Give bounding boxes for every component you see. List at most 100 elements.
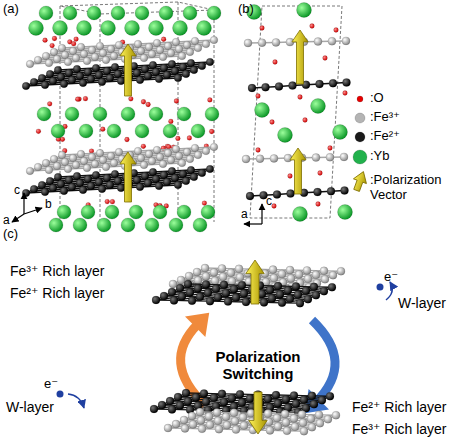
- fe-atom: [149, 168, 157, 176]
- fe-atom: [92, 64, 100, 72]
- fe-atom: [102, 56, 110, 64]
- fe-atom: [284, 286, 292, 294]
- fe-atom: [312, 154, 320, 162]
- fe-atom: [156, 46, 164, 54]
- fe-atom: [282, 395, 290, 403]
- fe-atom: [187, 166, 195, 174]
- yb-atom: [193, 218, 207, 232]
- fe-atom: [206, 297, 214, 305]
- layer-label: W-layer: [6, 399, 54, 415]
- fe-atom: [292, 282, 300, 290]
- fe-atom: [316, 419, 324, 427]
- fe-atom: [266, 426, 274, 434]
- yb-atom: [197, 21, 212, 36]
- fe-atom: [318, 396, 326, 404]
- o-atom: [334, 28, 339, 33]
- legend-text: :Fe²⁺: [370, 129, 400, 144]
- fe-atom: [92, 171, 100, 179]
- o-atom: [43, 38, 48, 43]
- fe-atom: [41, 188, 49, 196]
- fe-atom: [286, 266, 294, 274]
- fe-atom: [342, 37, 350, 45]
- fe-atom: [141, 172, 149, 180]
- fe-atom: [286, 295, 294, 303]
- fe-atom: [289, 82, 297, 90]
- fe-atom: [134, 147, 142, 155]
- electron-path: [68, 394, 84, 408]
- fe-atom: [282, 418, 290, 426]
- fe-atom: [193, 268, 201, 276]
- fe-atom: [294, 291, 302, 299]
- yb-atom: [297, 3, 312, 18]
- fe-atom: [246, 192, 254, 200]
- legend: [350, 96, 370, 193]
- fe-atom: [287, 190, 295, 198]
- fe-atom: [153, 146, 161, 154]
- fe-atom: [205, 412, 213, 420]
- yb-atom: [149, 107, 163, 121]
- fe-atom: [196, 293, 204, 301]
- fe-atom: [248, 84, 256, 92]
- fe-atom: [174, 181, 182, 189]
- fe-atom: [329, 271, 337, 279]
- fe-atom: [307, 415, 315, 423]
- fe2-layer: [22, 58, 214, 90]
- yb-atom: [121, 107, 135, 121]
- fe3-layer: [26, 143, 218, 175]
- fe-atom: [83, 164, 91, 172]
- fe-atom: [228, 277, 236, 285]
- fe-atom: [91, 160, 99, 168]
- yb-atom: [65, 107, 79, 121]
- fe-atom: [186, 48, 194, 56]
- fe-atom: [144, 179, 152, 187]
- yb-atom: [311, 99, 326, 114]
- fe-atom: [26, 60, 34, 68]
- fe-atom: [49, 77, 57, 85]
- fe-atom: [179, 170, 187, 178]
- fe-atom: [184, 397, 192, 405]
- fe-atom: [182, 389, 190, 397]
- fe-atom: [115, 148, 123, 156]
- fe-atom: [152, 68, 160, 76]
- fe-atom: [273, 190, 281, 198]
- fe-atom: [232, 294, 240, 302]
- unit-cell-line: [250, 6, 342, 218]
- fe-atom: [167, 49, 175, 57]
- process-label: Polarization Switching: [203, 348, 313, 383]
- fe-atom: [140, 54, 148, 62]
- fe-atom: [60, 187, 68, 195]
- fe-atom: [163, 71, 171, 79]
- fe-atom: [46, 177, 54, 185]
- fe-atom: [258, 39, 266, 47]
- fe-atom: [206, 165, 214, 173]
- fe-atom: [240, 422, 248, 430]
- fe-atom: [117, 184, 125, 192]
- yb-atom: [111, 6, 125, 20]
- fe-atom: [159, 160, 167, 168]
- o-atom: [207, 97, 212, 102]
- fe-atom: [117, 77, 125, 85]
- panel-b: [242, 3, 353, 225]
- fe-atom: [137, 47, 145, 55]
- fe-atom: [283, 427, 291, 435]
- fe-atom: [236, 273, 244, 281]
- polarization-arrow: [120, 152, 136, 202]
- layer-label: Fe³⁺ Rich layer: [352, 421, 447, 437]
- o-atom: [318, 171, 323, 176]
- fe-atom: [68, 76, 76, 84]
- yb-atom: [163, 124, 177, 138]
- fe-atom: [95, 178, 103, 186]
- fe-atom: [98, 185, 106, 193]
- fe-atom: [72, 161, 80, 169]
- fe-atom: [224, 298, 232, 306]
- fe-atom: [164, 149, 172, 157]
- fe-atom: [287, 274, 295, 282]
- fe-atom: [183, 41, 191, 49]
- axis-arrow: [24, 208, 42, 214]
- switch-arrow-head: [185, 313, 209, 337]
- fe-atom: [57, 180, 65, 188]
- fe-atom: [264, 395, 272, 403]
- fe-atom: [215, 425, 223, 433]
- fe-atom: [34, 56, 42, 64]
- fe-atom: [326, 153, 334, 161]
